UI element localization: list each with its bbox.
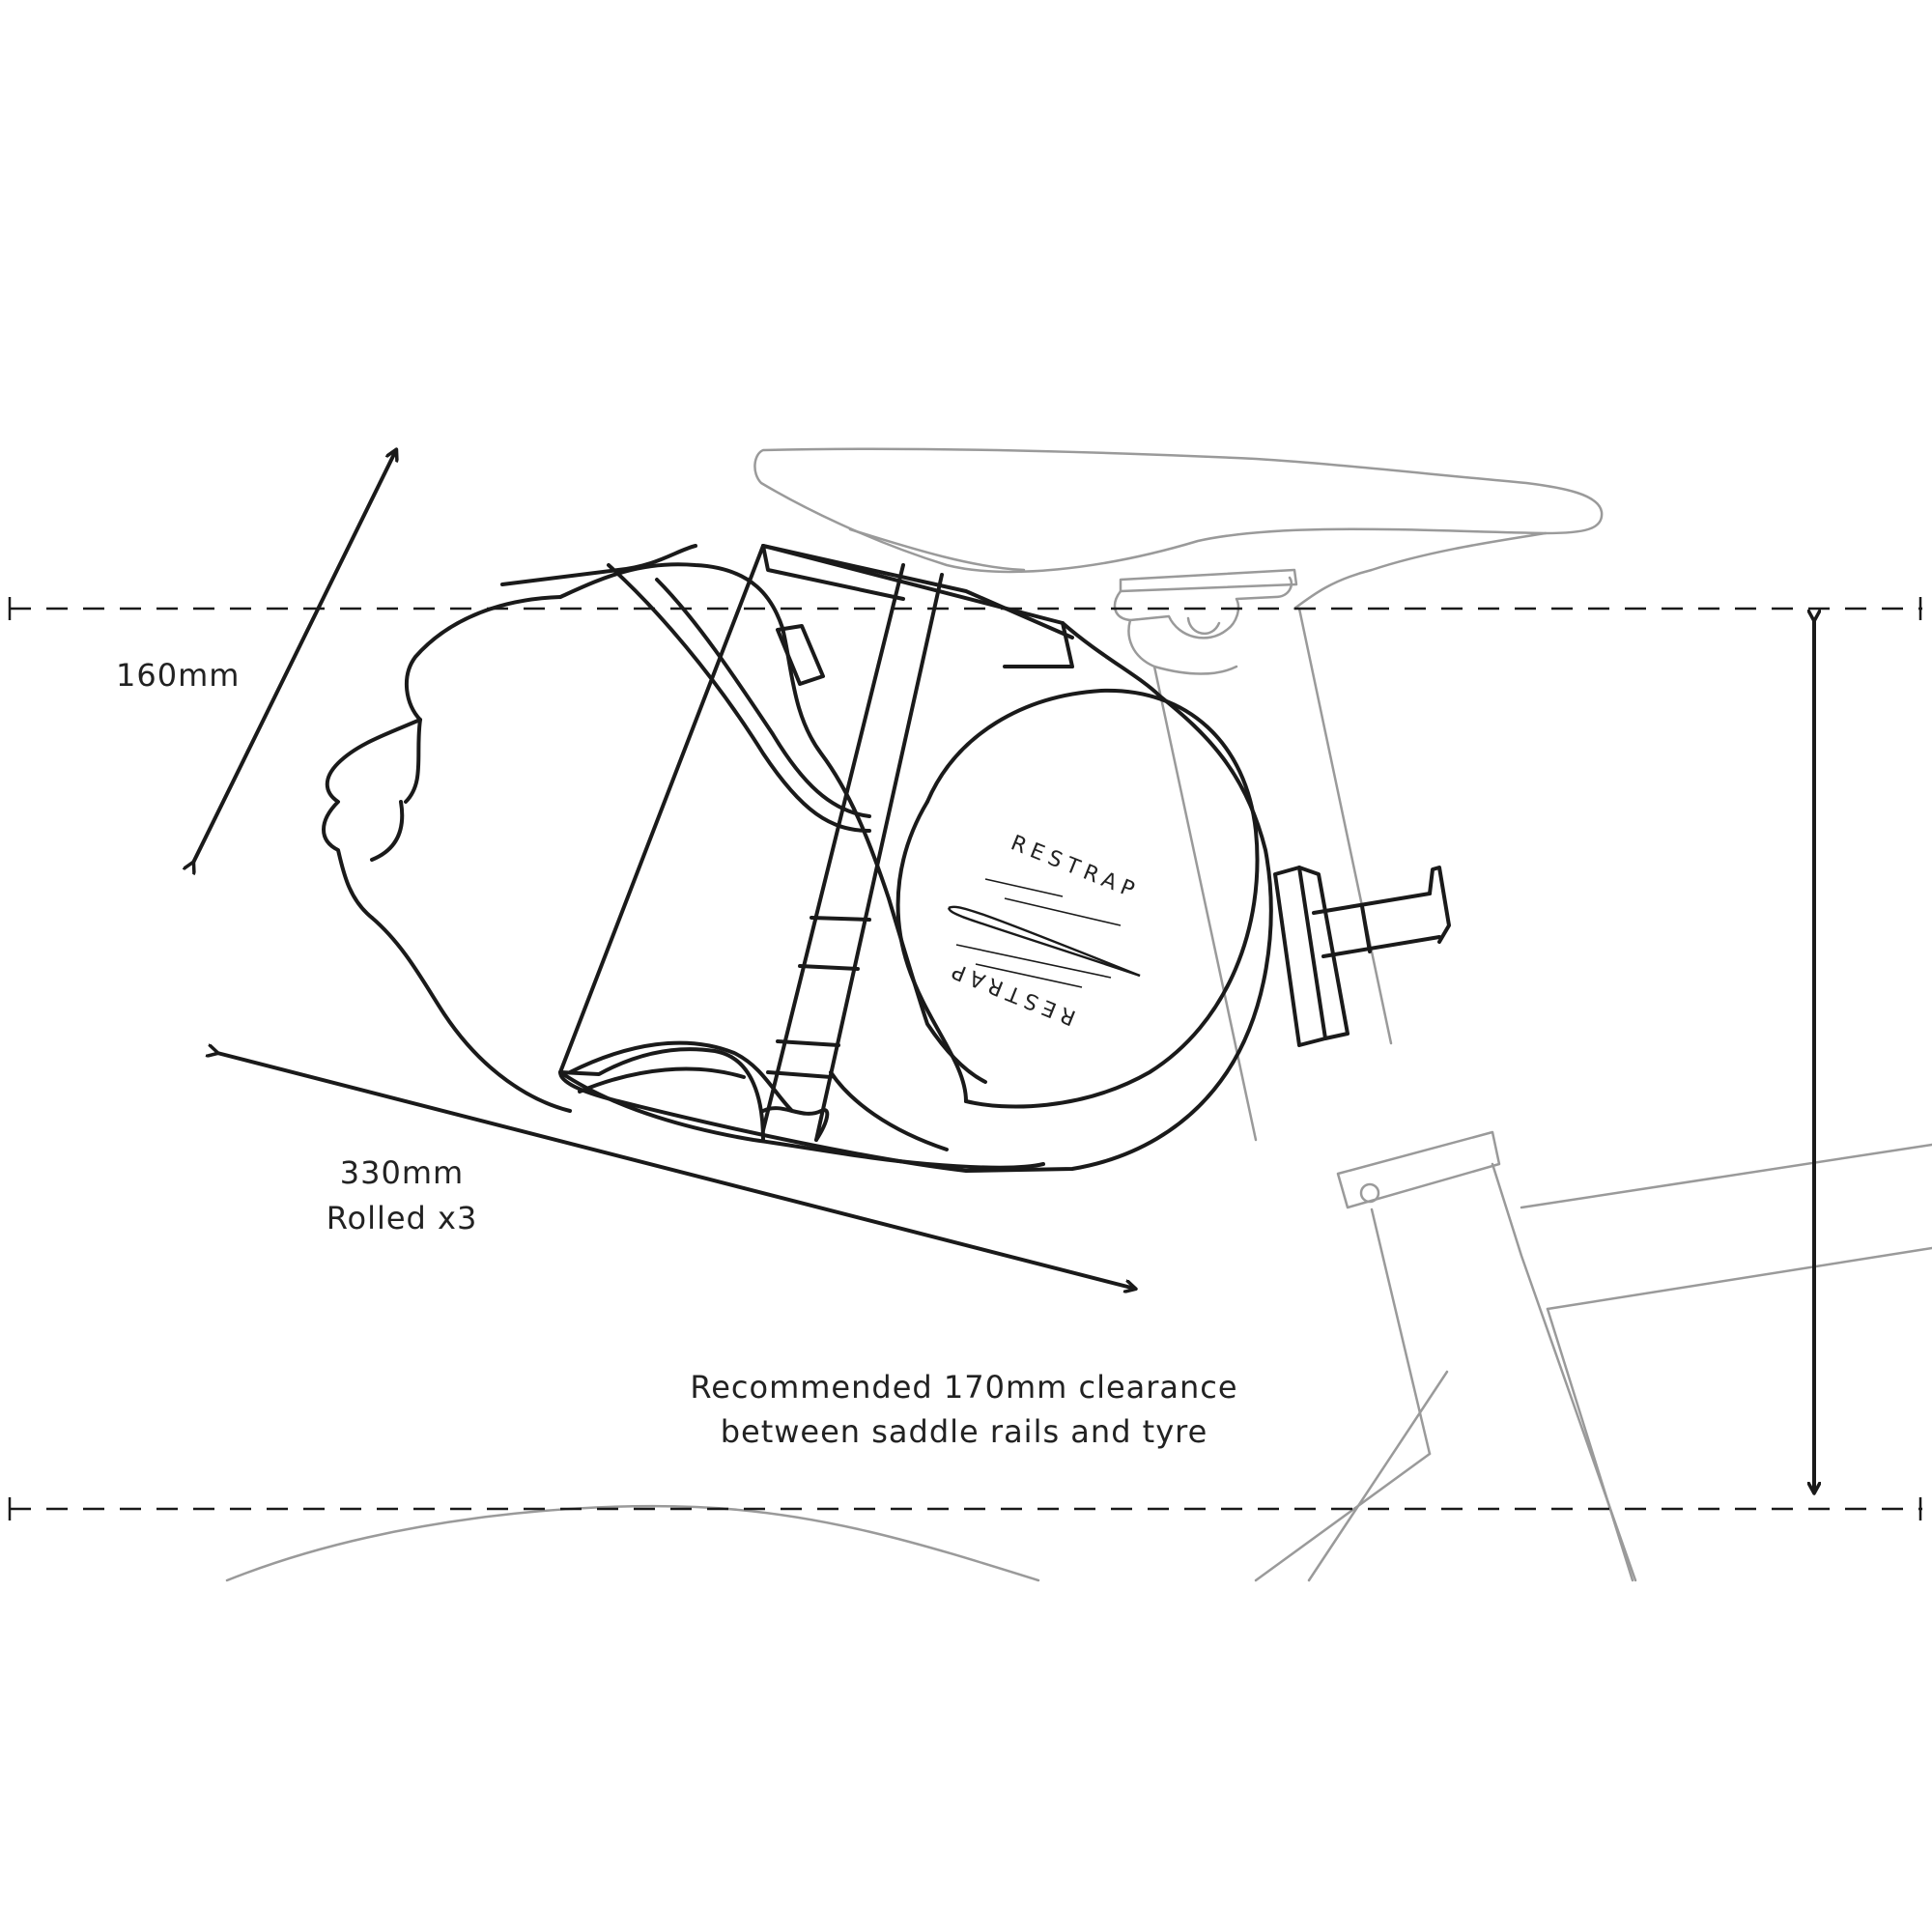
dimension-arrows bbox=[193, 450, 1814, 1492]
roll-top bbox=[558, 562, 987, 1084]
clearance-line-2: between saddle rails and tyre bbox=[721, 1413, 1208, 1450]
saddle-clamp bbox=[1119, 568, 1298, 593]
length-note: Rolled x3 bbox=[327, 1200, 478, 1236]
restrap-logo: RESTRAP RESTRAP bbox=[944, 831, 1143, 1029]
vertical-strap bbox=[761, 563, 905, 1132]
length-label: 330mm bbox=[340, 1154, 464, 1191]
top-tube bbox=[1520, 1143, 1932, 1209]
bag-body bbox=[558, 1070, 1045, 1170]
arrow-length bbox=[217, 1053, 1135, 1289]
rear-tyre bbox=[225, 1504, 1040, 1582]
saddle bbox=[753, 447, 1604, 574]
height-label: 160mm bbox=[116, 657, 240, 694]
seat-tube bbox=[1370, 1208, 1432, 1456]
harness-shell bbox=[558, 544, 1273, 1173]
seat-clamp bbox=[1336, 1130, 1501, 1209]
clearance-line-1: Recommended 170mm clearance bbox=[690, 1369, 1237, 1406]
harness-endcap bbox=[925, 688, 1260, 1109]
seat-stay bbox=[1254, 1452, 1432, 1582]
saddle-bag bbox=[322, 544, 1451, 1173]
brand-top: RESTRAP bbox=[1008, 831, 1143, 904]
seatpost bbox=[1152, 665, 1258, 1142]
post-mount bbox=[1273, 866, 1327, 1047]
bike-outline bbox=[225, 447, 1932, 1582]
arrow-height bbox=[193, 450, 396, 863]
clearance-lines bbox=[10, 607, 1922, 1511]
buckle-tab bbox=[776, 624, 825, 686]
